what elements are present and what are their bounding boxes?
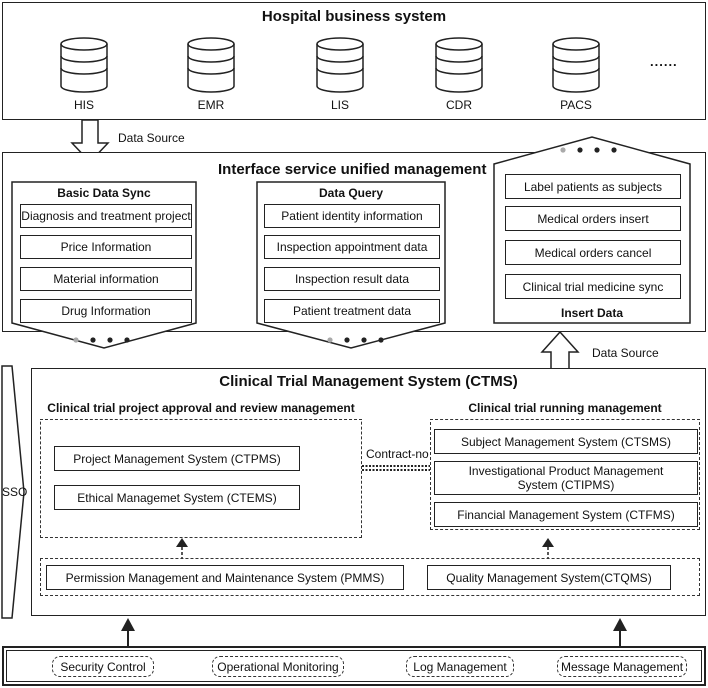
log-management: Log Management	[406, 656, 514, 677]
data-source-label: Data Source	[592, 346, 659, 360]
approval-title-bar	[40, 397, 362, 420]
message-management: Message Management	[557, 656, 687, 677]
security-control: Security Control	[52, 656, 154, 677]
db-label: LIS	[330, 98, 349, 112]
ctipms-box: Investigational Product Management Syste…	[434, 461, 698, 495]
running-title: Clinical trial running management	[468, 401, 662, 415]
ctsms-box: Subject Management System (CTSMS)	[434, 429, 698, 454]
insert-item: Medical orders cancel	[505, 240, 681, 265]
hospital-title: Hospital business system	[261, 8, 447, 25]
insert-data-title: Insert Data	[560, 306, 624, 320]
db-label: EMR	[197, 98, 225, 112]
query-item: Inspection appointment data	[264, 235, 440, 259]
contract-no-label: Contract-no	[366, 447, 429, 461]
sso-label: SSO	[2, 485, 28, 499]
query-item: Inspection result data	[264, 267, 440, 291]
insert-item: Medical orders insert	[505, 206, 681, 231]
basic-item: Material information	[20, 267, 192, 291]
basic-item: Diagnosis and treatment project	[20, 204, 192, 228]
db-label: CDR	[446, 98, 472, 112]
basic-item: Price Information	[20, 235, 192, 259]
interface-title: Interface service unified management	[218, 161, 487, 178]
query-item: Patient treatment data	[264, 299, 440, 323]
ctqms-box: Quality Management System(CTQMS)	[427, 565, 671, 590]
ctms-title: Clinical Trial Management System (CTMS)	[219, 373, 518, 390]
pmms-box: Permission Management and Maintenance Sy…	[46, 565, 404, 590]
data-query-title: Data Query	[318, 186, 384, 200]
ctems-box: Ethical Managemet System (CTEMS)	[54, 485, 300, 510]
db-label: HIS	[73, 98, 94, 112]
running-title-bar	[430, 397, 700, 420]
more-systems-ellipsis: ......	[650, 54, 678, 69]
query-item: Patient identity information	[264, 204, 440, 228]
db-label: PACS	[560, 98, 592, 112]
data-source-label: Data Source	[118, 131, 185, 145]
ctfms-box: Financial Management System (CTFMS)	[434, 502, 698, 527]
ctpms-box: Project Management System (CTPMS)	[54, 446, 300, 471]
basic-item: Drug Information	[20, 299, 192, 323]
basic-data-sync-title: Basic Data Sync	[57, 186, 151, 200]
insert-item: Label patients as subjects	[505, 174, 681, 199]
approval-title: Clinical trial project approval and revi…	[47, 401, 355, 415]
operational-monitoring: Operational Monitoring	[212, 656, 344, 677]
insert-item: Clinical trial medicine sync	[505, 274, 681, 299]
